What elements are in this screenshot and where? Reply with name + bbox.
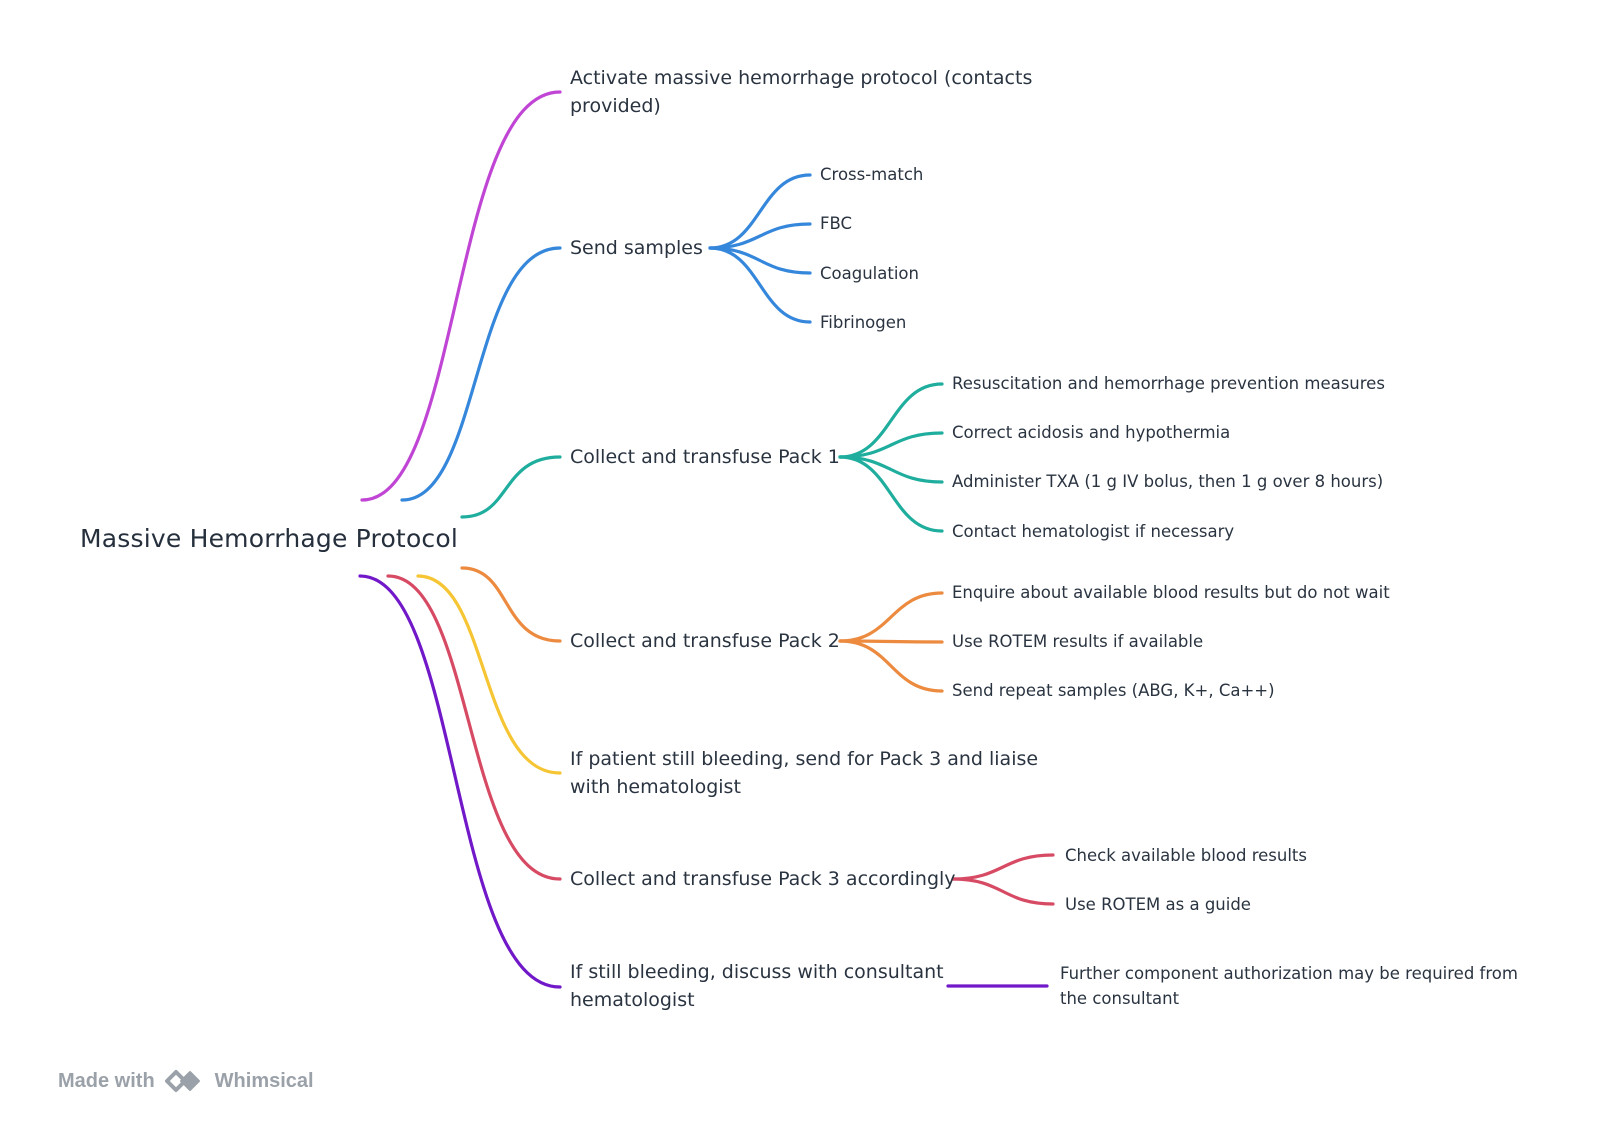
leaf-label: Use ROTEM as a guide xyxy=(1065,895,1251,914)
leaf-label: Administer TXA (1 g IV bolus, then 1 g o… xyxy=(952,472,1384,491)
root-connector xyxy=(460,566,562,643)
leaf-label: Correct acidosis and hypothermia xyxy=(952,423,1231,442)
branch-pack-1[interactable]: Collect and transfuse Pack 1 xyxy=(570,444,840,472)
leaf-correct-acidosis[interactable]: Correct acidosis and hypothermia xyxy=(952,421,1230,445)
leaf-label: Use ROTEM results if available xyxy=(952,632,1204,651)
whimsical-brand-label: Whimsical xyxy=(214,1069,314,1092)
child-connector xyxy=(838,591,944,643)
branch-send-samples[interactable]: Send samples xyxy=(570,235,703,263)
leaf-administer-txa[interactable]: Administer TXA (1 g IV bolus, then 1 g o… xyxy=(952,470,1383,494)
root-connector xyxy=(400,246,562,502)
branch-label: If still bleeding, discuss with consulta… xyxy=(570,961,944,1011)
branch-label: If patient still bleeding, send for Pack… xyxy=(570,748,1039,798)
leaf-label: Further component authorization may be r… xyxy=(1060,964,1518,1008)
child-connector xyxy=(708,173,812,250)
branch-discuss-consultant[interactable]: If still bleeding, discuss with consulta… xyxy=(570,959,960,1014)
made-with-whimsical-badge[interactable]: Made with Whimsical xyxy=(58,1066,314,1096)
branch-pack-3[interactable]: Collect and transfuse Pack 3 accordingly xyxy=(570,866,956,894)
leaf-check-blood-results[interactable]: Check available blood results xyxy=(1065,844,1307,868)
leaf-use-rotem-guide[interactable]: Use ROTEM as a guide xyxy=(1065,893,1251,917)
leaf-further-authorization[interactable]: Further component authorization may be r… xyxy=(1060,962,1530,1012)
leaf-resuscitation[interactable]: Resuscitation and hemorrhage prevention … xyxy=(952,372,1385,396)
child-connector xyxy=(951,877,1055,906)
root-label: Massive Hemorrhage Protocol xyxy=(80,524,459,553)
leaf-label: Check available blood results xyxy=(1065,846,1307,865)
leaf-label: FBC xyxy=(820,214,853,233)
branch-activate-protocol[interactable]: Activate massive hemorrhage protocol (co… xyxy=(570,65,1040,120)
branch-send-pack-3[interactable]: If patient still bleeding, send for Pack… xyxy=(570,746,1040,801)
branch-label: Collect and transfuse Pack 3 accordingly xyxy=(570,868,956,890)
root-connector xyxy=(360,90,562,502)
child-connector xyxy=(708,222,812,250)
leaf-label: Fibrinogen xyxy=(820,313,907,332)
leaf-use-rotem-results[interactable]: Use ROTEM results if available xyxy=(952,630,1203,654)
root-connector xyxy=(386,574,562,881)
branch-pack-2[interactable]: Collect and transfuse Pack 2 xyxy=(570,628,840,656)
leaf-fibrinogen[interactable]: Fibrinogen xyxy=(820,311,906,335)
child-connector xyxy=(951,853,1055,881)
leaf-contact-hematologist[interactable]: Contact hematologist if necessary xyxy=(952,520,1234,544)
leaf-enquire-results[interactable]: Enquire about available blood results bu… xyxy=(952,581,1390,605)
leaf-fbc[interactable]: FBC xyxy=(820,212,852,236)
root-node[interactable]: Massive Hemorrhage Protocol xyxy=(80,524,458,554)
leaf-label: Resuscitation and hemorrhage prevention … xyxy=(952,374,1385,393)
whimsical-logo-icon xyxy=(163,1066,207,1096)
child-connector xyxy=(708,246,812,324)
leaf-cross-match[interactable]: Cross-match xyxy=(820,163,923,187)
made-with-label: Made with xyxy=(58,1069,155,1092)
root-connector xyxy=(416,574,562,775)
leaf-send-repeat-samples[interactable]: Send repeat samples (ABG, K+, Ca++) xyxy=(952,679,1275,703)
root-connector xyxy=(358,574,562,989)
child-connector xyxy=(838,639,944,693)
branch-label: Collect and transfuse Pack 1 xyxy=(570,446,840,468)
leaf-coagulation[interactable]: Coagulation xyxy=(820,262,919,286)
leaf-label: Coagulation xyxy=(820,264,919,283)
leaf-label: Send repeat samples (ABG, K+, Ca++) xyxy=(952,681,1275,700)
child-connector xyxy=(838,431,944,459)
leaf-label: Cross-match xyxy=(820,165,924,184)
leaf-label: Contact hematologist if necessary xyxy=(952,522,1235,541)
branch-label: Activate massive hemorrhage protocol (co… xyxy=(570,67,1033,117)
child-connector xyxy=(838,382,944,459)
root-connector xyxy=(460,455,562,519)
leaf-label: Enquire about available blood results bu… xyxy=(952,583,1390,602)
branch-label: Collect and transfuse Pack 2 xyxy=(570,630,840,652)
child-connector xyxy=(838,455,944,533)
branch-label: Send samples xyxy=(570,237,703,259)
